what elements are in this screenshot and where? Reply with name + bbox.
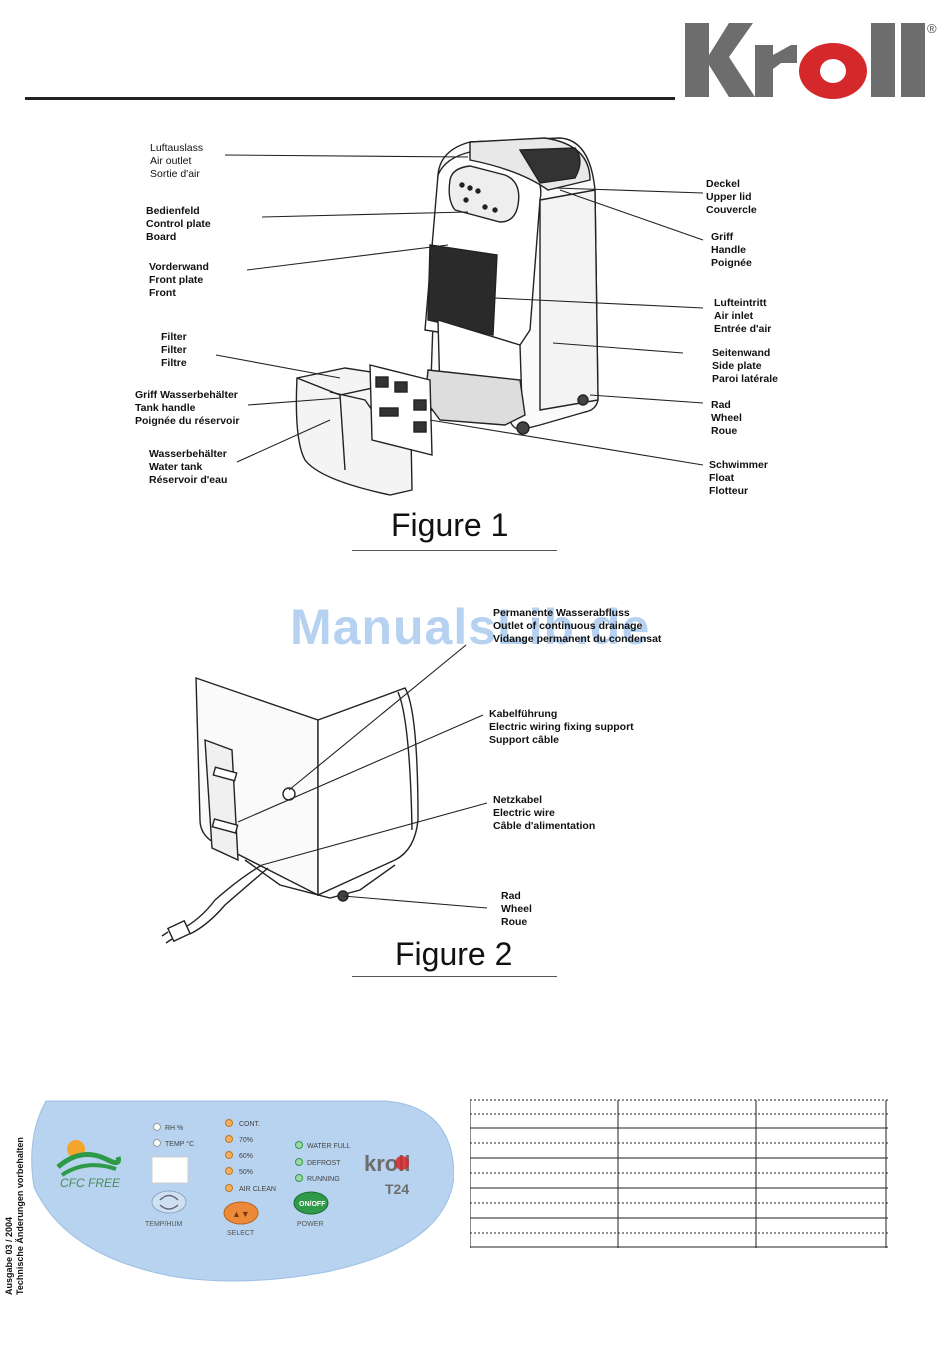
power-label: POWER [297, 1221, 323, 1228]
kroll-logo: ® [685, 21, 937, 99]
manualslib-watermark: ManualsLib.de [290, 599, 651, 655]
figure2-title: Figure 2 [395, 936, 513, 972]
power-button-text: ON/OFF [299, 1201, 326, 1208]
figure2-drawing [161, 644, 488, 944]
power-button[interactable]: ON/OFF [293, 1191, 329, 1215]
air-clean-led-label: AIR CLEAN [239, 1186, 276, 1193]
select-arrows: ▲▼ [232, 1209, 250, 1219]
cfc-free-icon [56, 1140, 121, 1177]
figure2-rule [352, 976, 557, 977]
figure1-title: Figure 1 [391, 507, 509, 543]
digital-display [151, 1156, 189, 1184]
water-full-led-label: WATER FULL [307, 1143, 351, 1150]
defrost-led-label: DEFROST [307, 1160, 341, 1167]
figure1-rule [352, 550, 557, 551]
60-led-label: 60% [239, 1153, 253, 1160]
figure1-drawing [215, 137, 704, 496]
cfc-free-text: CFC FREE [60, 1176, 121, 1190]
temp-hum-button[interactable] [151, 1190, 187, 1214]
70-led-label: 70% [239, 1137, 253, 1144]
control-panel: CFC FREE RH % TEMP °C CONT. 70% 60% 50% … [31, 1100, 454, 1282]
50-led-label: 50% [239, 1169, 253, 1176]
kroll-panel-logo: kroll [364, 1151, 410, 1176]
model-text: T24 [385, 1181, 409, 1197]
spec-table [470, 1099, 888, 1248]
edition-text: Ausgabe 03 / 2004 [4, 1216, 14, 1295]
temp-hum-label: TEMP/HUM [145, 1221, 183, 1228]
registered-mark: ® [927, 21, 937, 36]
technical-changes-text: Technische Änderungen vorbehalten [15, 1137, 25, 1295]
running-led-label: RUNNING [307, 1176, 340, 1183]
temp-led-label: TEMP °C [165, 1140, 194, 1148]
rh-led-label: RH % [165, 1125, 183, 1132]
header-rule [25, 97, 675, 100]
cont-led-label: CONT. [239, 1121, 260, 1128]
select-button[interactable]: ▲▼ [223, 1201, 259, 1225]
select-label: SELECT [227, 1230, 255, 1237]
